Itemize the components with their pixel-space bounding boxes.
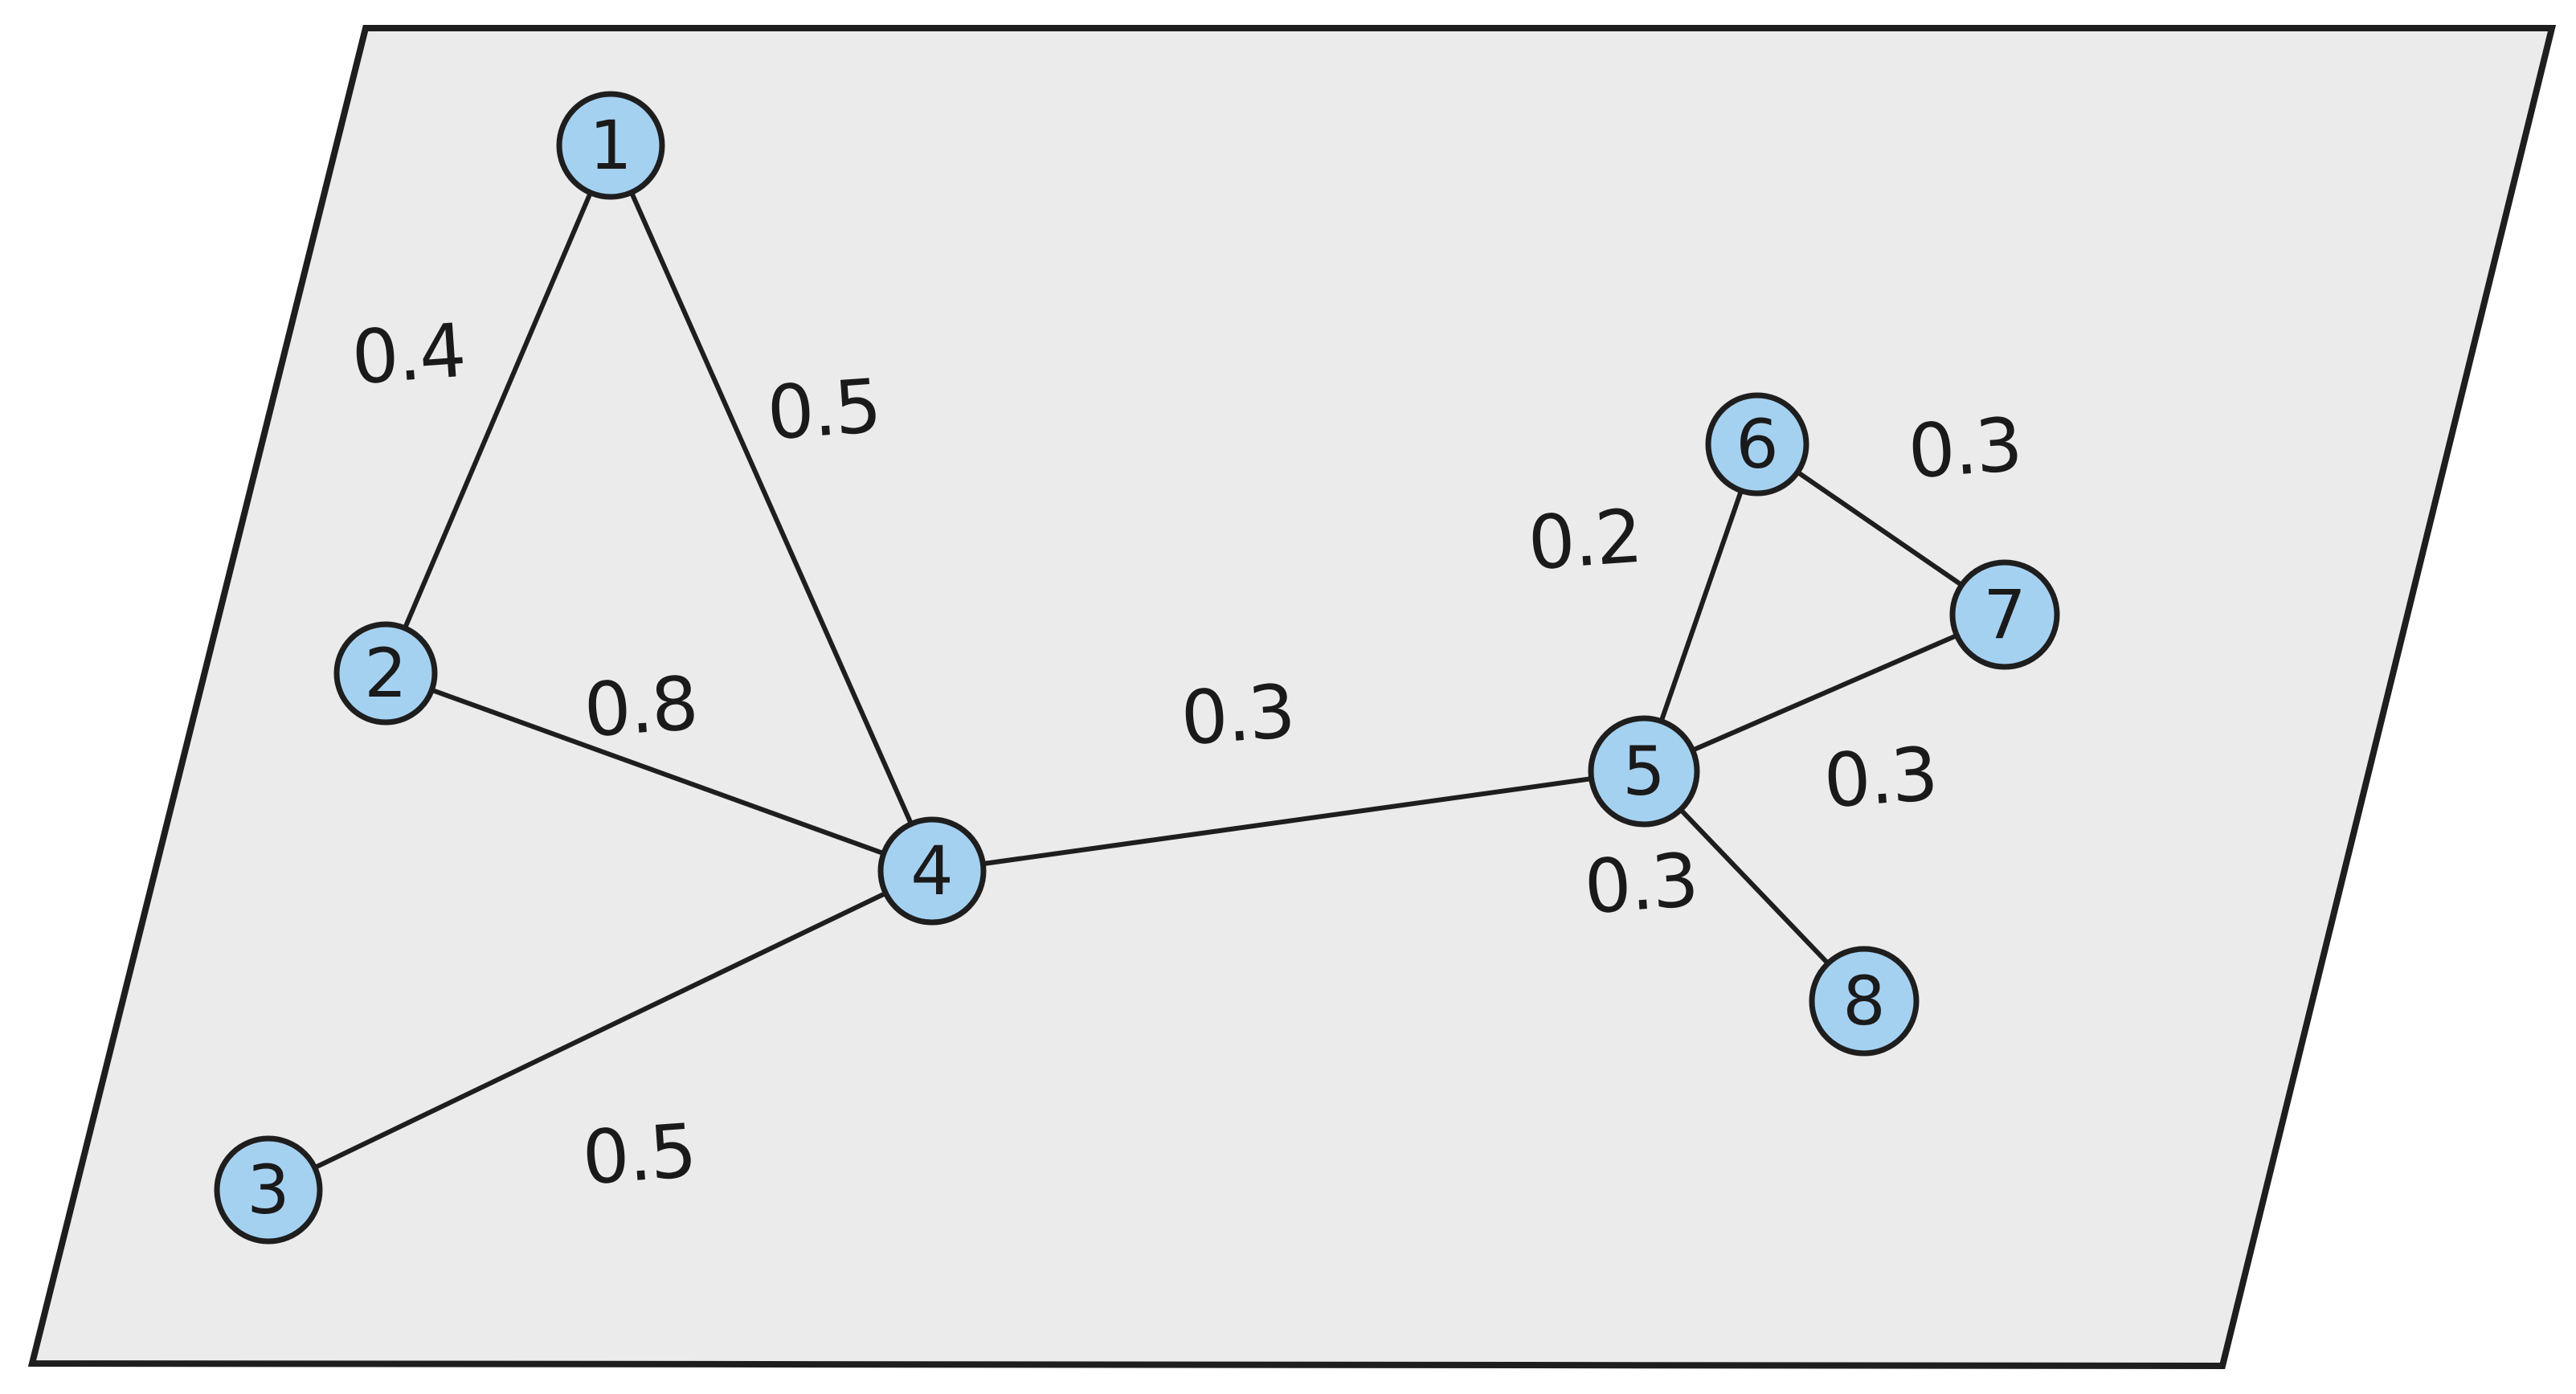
graph-node-7: 7	[1949, 559, 2060, 670]
edge-weight-label-3-4: 0.5	[579, 1108, 697, 1202]
node-circle-2	[333, 621, 438, 726]
graph-edge-5-7	[1642, 612, 2007, 774]
graph-edge-1-2	[383, 143, 613, 676]
graph-edge-1-4	[608, 143, 934, 873]
node-circle-5	[1588, 715, 1700, 828]
edge-weight-label-1-4: 0.5	[764, 363, 882, 457]
node-label-7: 7	[1983, 575, 2026, 654]
graph-node-4: 4	[877, 816, 987, 926]
node-circle-4	[877, 816, 987, 926]
graph-node-8: 8	[1809, 946, 1920, 1057]
edge-weights-layer: 0.4 0.5 0.8 0.5 0.3 0.2 0.3 0.3 0.3	[349, 308, 2023, 1202]
plane-background	[27, 25, 2557, 1370]
nodes-layer: 1 2 3 4 5 6 7 8	[214, 91, 2060, 1245]
graph-edge-2-4	[383, 671, 934, 873]
node-label-3: 3	[247, 1151, 289, 1229]
graph-node-3: 3	[214, 1135, 323, 1245]
node-label-4: 4	[910, 832, 953, 910]
graph-edge-5-6	[1642, 442, 1760, 774]
edge-weight-label-6-7: 0.3	[1905, 402, 2023, 496]
edge-weight-label-2-4: 0.8	[581, 660, 699, 754]
node-circle-8	[1809, 946, 1920, 1057]
edges-layer	[266, 143, 2007, 1192]
node-circle-7	[1949, 559, 2060, 670]
node-label-6: 6	[1736, 405, 1778, 484]
node-circle-3	[214, 1135, 323, 1245]
graph-node-5: 5	[1588, 715, 1700, 828]
node-circle-6	[1705, 392, 1809, 497]
edge-weight-label-5-6: 0.2	[1525, 493, 1643, 587]
node-circle-1	[556, 91, 665, 200]
edge-weight-label-5-8: 0.3	[1581, 837, 1699, 931]
node-label-5: 5	[1622, 732, 1665, 811]
graph-edge-4-5	[930, 769, 1646, 873]
edge-weight-label-5-7: 0.3	[1821, 731, 1939, 825]
node-label-1: 1	[589, 106, 632, 185]
edge-weight-label-4-5: 0.3	[1178, 668, 1296, 762]
graph-node-6: 6	[1705, 392, 1809, 497]
node-label-8: 8	[1842, 962, 1885, 1040]
graph-node-1: 1	[556, 91, 665, 200]
edge-weight-label-1-2: 0.4	[349, 308, 467, 402]
graph-node-2: 2	[333, 621, 438, 726]
graph-edge-3-4	[266, 869, 934, 1192]
node-label-2: 2	[364, 634, 407, 713]
